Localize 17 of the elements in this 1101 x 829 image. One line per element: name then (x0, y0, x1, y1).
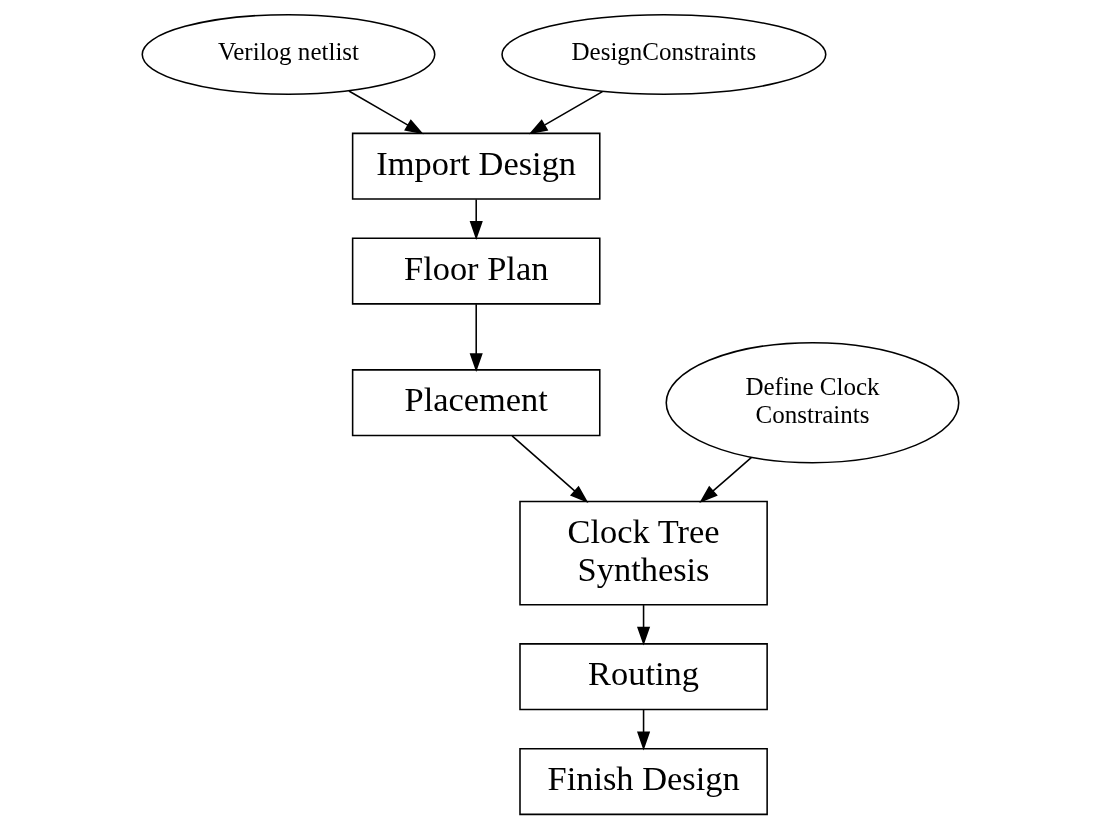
arrow (528, 90, 604, 135)
arrow (699, 456, 753, 503)
node-box: Finish Design (519, 747, 768, 816)
arrow (469, 198, 483, 240)
node-box: Routing (519, 643, 768, 711)
arrow (511, 435, 589, 504)
arrow (637, 604, 651, 646)
node-box: Placement (351, 369, 601, 437)
node-ellipse: Define Clock Constraints (665, 341, 960, 464)
node-box: Clock Tree Synthesis (519, 500, 768, 606)
node-ellipse: Verilog netlist (141, 13, 436, 95)
node-ellipse: DesignConstraints (501, 13, 827, 95)
arrow (348, 90, 424, 135)
node-box: Floor Plan (351, 237, 601, 305)
node-box: Import Design (351, 132, 601, 200)
arrow (637, 709, 651, 751)
arrow (469, 303, 483, 373)
